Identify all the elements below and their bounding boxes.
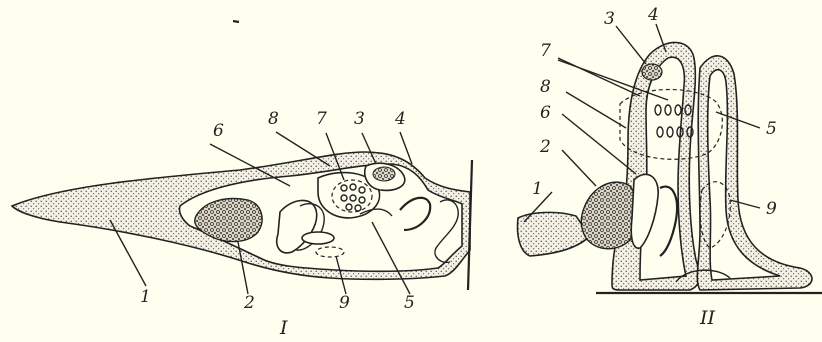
figII-label-4: 4 xyxy=(647,5,659,25)
stray-mark xyxy=(233,21,239,22)
figI-label-5: 5 xyxy=(404,293,415,313)
figII-label-2: 2 xyxy=(539,137,551,157)
figI-label-7: 7 xyxy=(316,109,327,129)
figI-label-8: 8 xyxy=(268,109,279,129)
figI-roman: I xyxy=(279,317,288,339)
figI-label-9: 9 xyxy=(339,293,350,313)
figII-roman: II xyxy=(699,307,716,329)
organ-II-3-gland xyxy=(642,64,662,80)
figI-label-1: 1 xyxy=(140,287,151,307)
figure-II-organism xyxy=(518,24,822,293)
figII-label-9: 9 xyxy=(766,199,777,219)
figure-II-stalk xyxy=(518,212,591,256)
organ-II-2-cluster xyxy=(581,182,637,249)
organ-9-a xyxy=(302,232,334,244)
figII-label-1: 1 xyxy=(532,179,543,199)
figI-label-3: 3 xyxy=(354,109,365,129)
figII-label-5: 5 xyxy=(766,119,777,139)
figI-label-4: 4 xyxy=(394,109,406,129)
figII-label-3: 3 xyxy=(604,9,615,29)
figure-I-organism xyxy=(12,21,472,294)
organ-3-gland xyxy=(373,167,395,181)
figII-label-8: 8 xyxy=(540,77,551,97)
figII-label-6: 6 xyxy=(540,103,551,123)
figI-label-2: 2 xyxy=(243,293,255,313)
figI-label-6: 6 xyxy=(213,121,224,141)
figII-label-7: 7 xyxy=(540,41,551,61)
